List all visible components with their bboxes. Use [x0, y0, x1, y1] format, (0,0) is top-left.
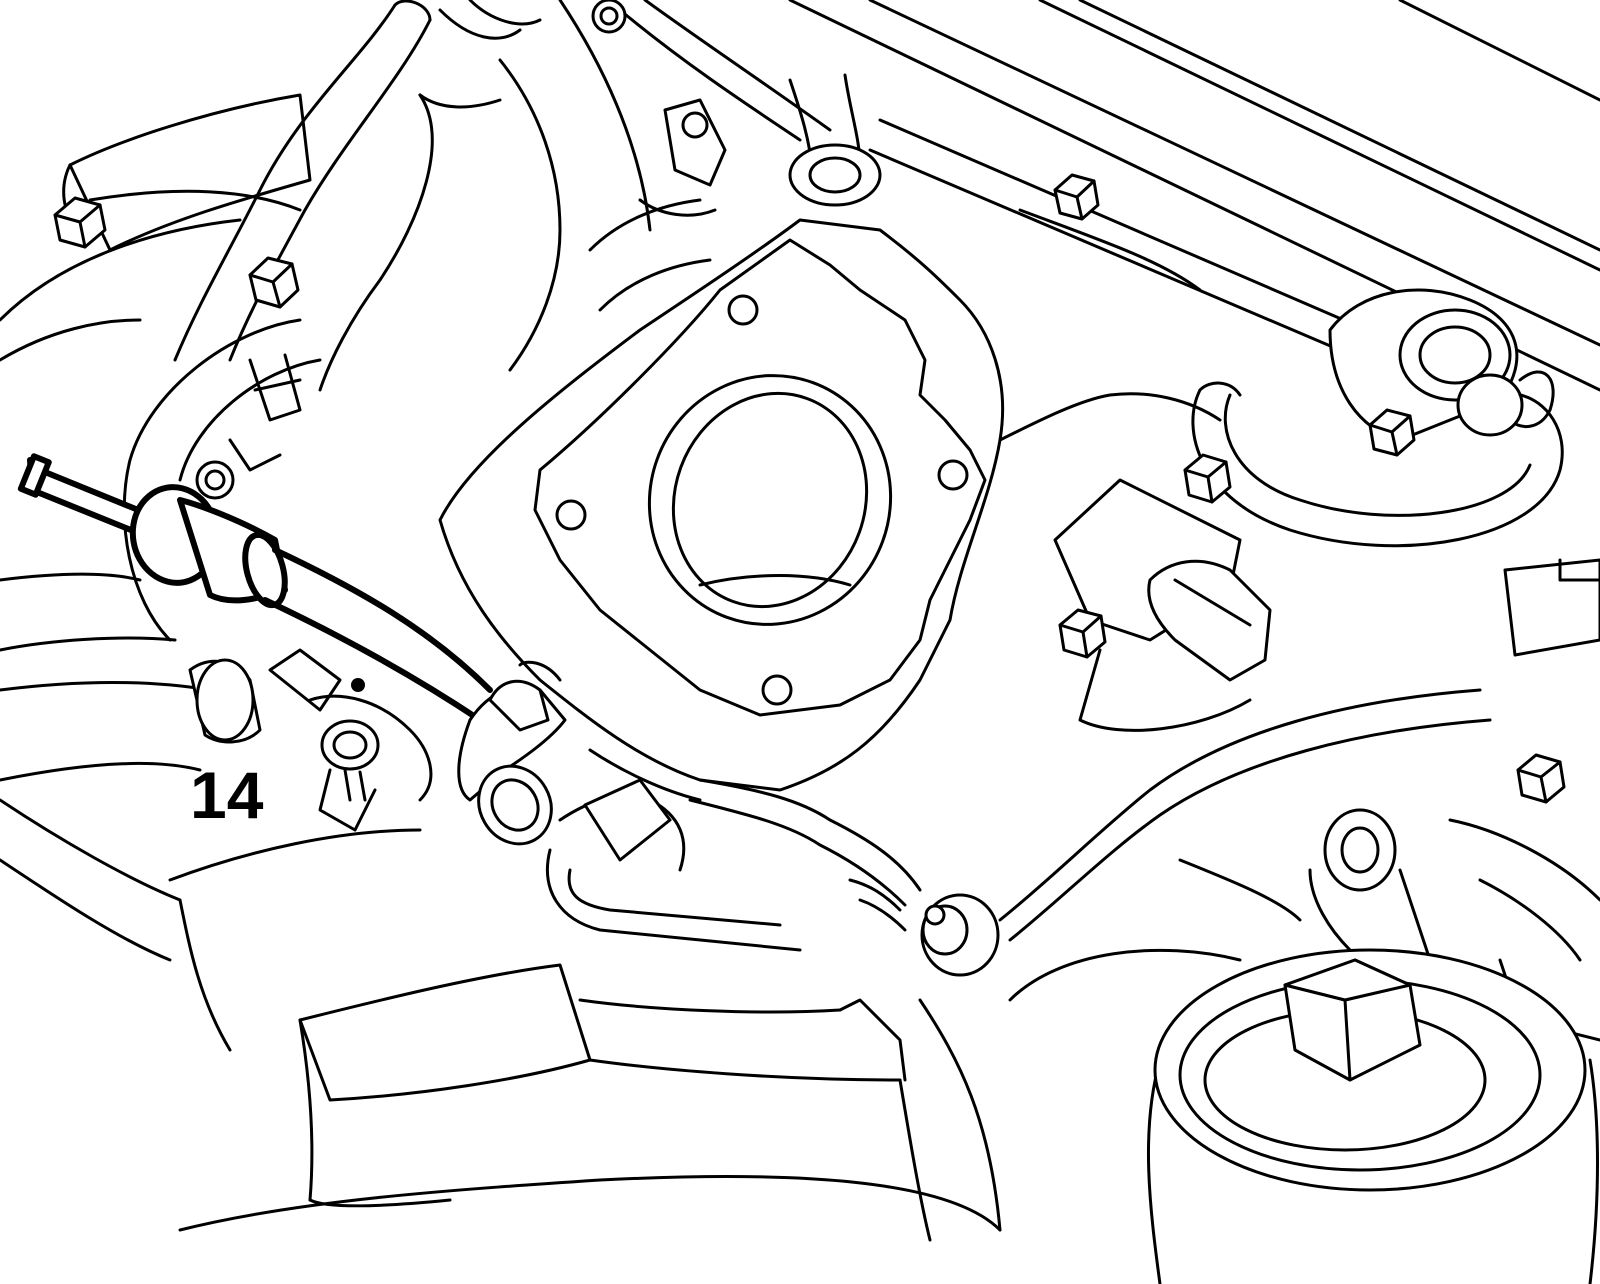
- lower-body-panels: [0, 798, 1002, 1242]
- bolt-right-low: [1516, 753, 1566, 804]
- vacuum-tube-top: [788, 73, 882, 207]
- stud-bushing: [1308, 808, 1432, 962]
- pressure-regulator: [1328, 288, 1555, 442]
- bolt-sensor-low: [1058, 608, 1107, 659]
- bolt-left-mid: [248, 256, 300, 309]
- callout-leader: [351, 678, 365, 692]
- bolt-sensor-top: [1183, 453, 1232, 504]
- hose-lower-centre: [545, 748, 802, 952]
- sensor-body: [1053, 478, 1272, 732]
- throttle-body-base: [438, 218, 1222, 792]
- bracket-tab: [638, 98, 727, 217]
- right-edge-connector: [1503, 558, 1600, 657]
- hose-elbow-centre: [457, 660, 567, 846]
- bolt-upper-left: [53, 196, 107, 249]
- lower-left-hoses: [0, 648, 433, 832]
- bolt-rail-top: [1053, 173, 1100, 221]
- left-housing: [0, 218, 322, 652]
- callout-label-14: 14: [190, 758, 264, 832]
- tool-grip: [129, 484, 493, 723]
- throttle-bore: [647, 374, 893, 626]
- vacuum-line-lower: [688, 688, 1492, 942]
- bolt-regulator: [1368, 408, 1416, 457]
- ball-joint: [848, 878, 1000, 977]
- upper-left-hose: [173, 0, 542, 362]
- manifold-runners: [318, 0, 832, 392]
- oil-filter-hex-nut: [1283, 958, 1422, 1082]
